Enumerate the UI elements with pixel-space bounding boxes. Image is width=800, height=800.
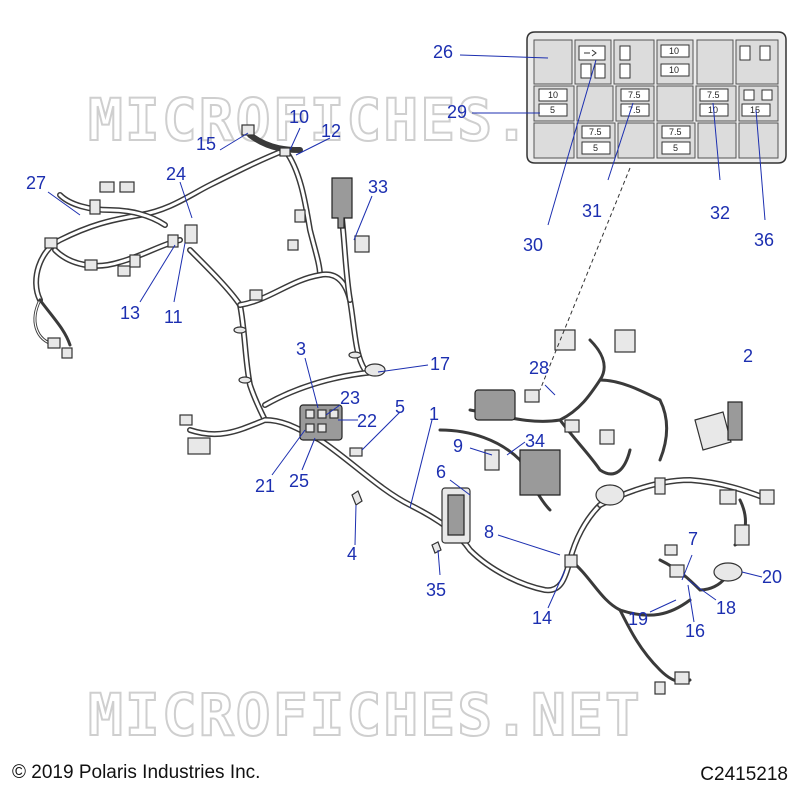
callout-30: 30 [523, 235, 543, 255]
relay-slot [578, 45, 606, 61]
item-2-fuses [727, 401, 743, 441]
callout-5: 5 [395, 397, 405, 417]
callout-23: 23 [340, 388, 360, 408]
item-2-cover [694, 411, 732, 451]
callout-17: 17 [430, 354, 450, 374]
callout-6: 6 [436, 462, 446, 482]
callout-8: 8 [484, 522, 494, 542]
callout-35: 35 [426, 580, 446, 600]
fuse-f11: 5 [593, 143, 598, 153]
fuse-f12: 7.5 [669, 127, 682, 137]
callout-29: 29 [447, 102, 467, 122]
callout-18: 18 [716, 598, 736, 618]
fuse-f1: 10 [669, 46, 679, 56]
callout-3: 3 [296, 339, 306, 359]
fuse-f13: 5 [673, 143, 678, 153]
drawing-code: C2415218 [700, 764, 788, 785]
fuse-f6: 7.5 [628, 105, 641, 115]
components [44, 124, 775, 695]
connector-33 [331, 177, 353, 229]
ground-20 [713, 562, 743, 582]
callout-22: 22 [357, 411, 377, 431]
watermark-bottom: MICROFICHES.NET [88, 681, 642, 749]
callouts: 1 2 3 4 5 6 7 8 9 10 11 12 13 14 15 16 1… [26, 42, 782, 641]
callout-24: 24 [166, 164, 186, 184]
callout-1: 1 [429, 404, 439, 424]
fuse-f10: 7.5 [589, 127, 602, 137]
relay-cluster [474, 389, 516, 421]
inset-link-line [539, 167, 631, 391]
callout-13: 13 [120, 303, 140, 323]
fuse-f8: 10 [708, 105, 718, 115]
callout-10: 10 [289, 107, 309, 127]
copyright-text: © 2019 Polaris Industries Inc. [12, 762, 261, 783]
callout-25: 25 [289, 471, 309, 491]
fuse-box-inset: 10 10 10 5 7.5 7.5 7.5 10 15 7.5 5 7.5 5 [526, 31, 787, 164]
callout-32: 32 [710, 203, 730, 223]
callout-20: 20 [762, 567, 782, 587]
callout-15: 15 [196, 134, 216, 154]
callout-21: 21 [255, 476, 275, 496]
fuse-f7: 7.5 [707, 90, 720, 100]
callout-33: 33 [368, 177, 388, 197]
callout-14: 14 [532, 608, 552, 628]
fuse-f4: 5 [550, 105, 555, 115]
fuse-f3: 10 [548, 90, 558, 100]
callout-11: 11 [164, 307, 183, 327]
grommet-right [595, 484, 625, 506]
connector-left-lower [187, 437, 211, 455]
fuse-f9: 15 [750, 105, 760, 115]
connector-rear-2 [119, 181, 135, 193]
callout-7: 7 [688, 529, 698, 549]
callout-16: 16 [685, 621, 705, 641]
callout-31: 31 [582, 201, 602, 221]
module-34 [519, 449, 561, 496]
leader-lines [47, 54, 766, 623]
callout-28: 28 [529, 358, 549, 378]
fuse-f2: 10 [669, 65, 679, 75]
callout-4: 4 [347, 544, 357, 564]
clip-4 [351, 490, 363, 506]
callout-2: 2 [743, 346, 753, 366]
clip-35 [431, 541, 442, 554]
callout-9: 9 [453, 436, 463, 456]
callout-36: 36 [754, 230, 774, 250]
callout-26: 26 [433, 42, 453, 62]
callout-34: 34 [525, 431, 545, 451]
fuse-f5: 7.5 [628, 90, 641, 100]
callout-27: 27 [26, 173, 46, 193]
callout-12: 12 [321, 121, 341, 141]
arrow-icon [584, 49, 597, 57]
connector-rear-1 [99, 181, 115, 193]
callout-19: 19 [628, 609, 648, 629]
clip-11 [184, 224, 198, 244]
